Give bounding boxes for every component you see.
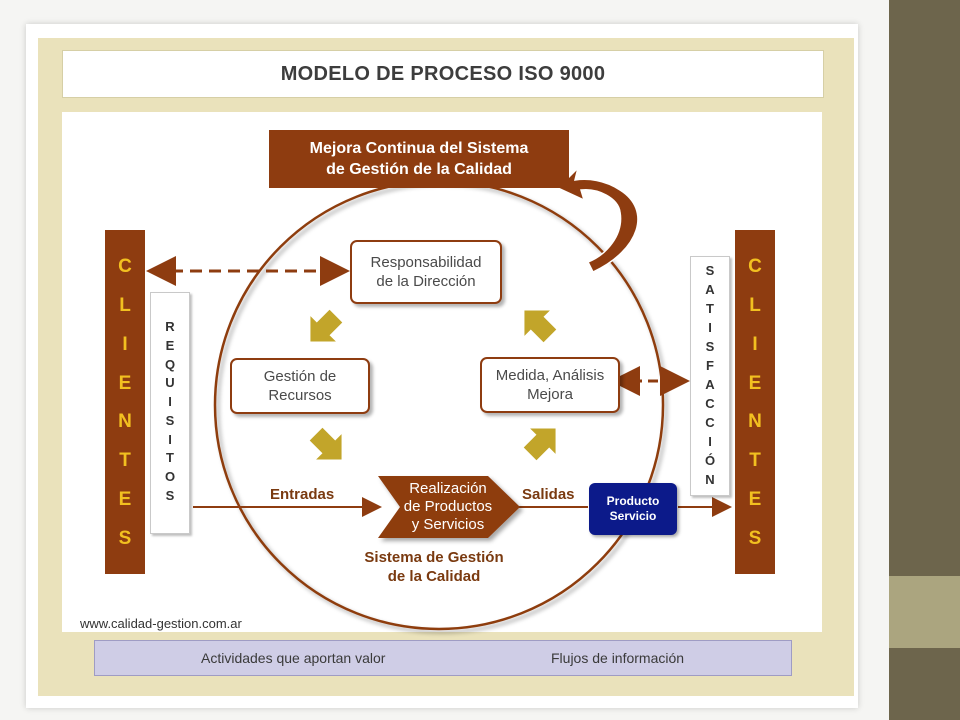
requisitos-letter: O xyxy=(164,469,176,485)
clientes-right-letter: E xyxy=(748,372,762,394)
improvement-curved-arrow xyxy=(556,165,639,273)
satisfaccion-letter: A xyxy=(705,282,715,297)
clientes-left-letter: N xyxy=(118,411,132,433)
gestion-recursos-box: Gestión de Recursos xyxy=(230,358,370,414)
olive-arrow-bottom-left xyxy=(309,427,342,460)
requisitos-letter: U xyxy=(165,375,175,391)
requisitos-letter: E xyxy=(165,337,175,353)
satisfaccion-letter: Ó xyxy=(704,453,716,468)
producto-servicio-box: Producto Servicio xyxy=(589,483,677,535)
clientes-left-letter: E xyxy=(118,372,132,394)
satisfaccion-letter: N xyxy=(705,472,715,487)
clientes-left-letter: S xyxy=(118,527,132,549)
satisfaccion-letter: T xyxy=(706,301,714,316)
diagram-title: MODELO DE PROCESO ISO 9000 xyxy=(62,50,824,98)
mejora-continua-box: Mejora Continua del Sistema de Gestión d… xyxy=(269,130,569,188)
clientes-right-letter: S xyxy=(748,527,762,549)
requisitos-letter: I xyxy=(168,431,172,447)
clientes-right-letter: C xyxy=(748,256,762,277)
requisitos-letter: R xyxy=(165,319,175,334)
satisfaccion-letter: I xyxy=(708,320,712,335)
sistema-gestion-label: Sistema de Gestión de la Calidad xyxy=(364,549,504,585)
satisfaccion-letter: C xyxy=(705,396,715,411)
clientes-right-letter: N xyxy=(748,411,762,433)
satisfaccion-letter: A xyxy=(705,377,715,392)
olive-arrow-bottom-right xyxy=(523,428,556,461)
website-url: www.calidad-gestion.com.ar xyxy=(80,616,242,631)
slide-side-accent xyxy=(889,576,960,648)
requisitos-letter: S xyxy=(165,487,175,503)
clientes-left-letter: T xyxy=(119,450,131,472)
olive-arrow-top-right xyxy=(524,310,557,343)
clientes-right-letter: I xyxy=(752,333,758,355)
satisfaccion-letter: S xyxy=(705,263,715,278)
medida-analisis-box: Medida, Análisis Mejora xyxy=(480,357,620,413)
legend-dashed-label: Flujos de información xyxy=(551,650,685,666)
realizacion-label: Realización de Productos y Servicios xyxy=(403,480,493,533)
clientes-left-letter: E xyxy=(118,489,132,511)
legend-solid-label: Actividades que aportan valor xyxy=(201,650,386,666)
requisitos-letter: I xyxy=(168,394,172,410)
realizacion-arrow-shape xyxy=(378,476,520,538)
satisfaccion-letter: C xyxy=(705,415,715,430)
clientes-right-letter: L xyxy=(749,294,761,316)
salidas-label: Salidas xyxy=(522,486,575,503)
requisitos-letter: Q xyxy=(164,356,176,372)
clientes-right-letter: E xyxy=(748,489,762,511)
clientes-left-letter: I xyxy=(122,333,128,355)
clientes-left-letter: C xyxy=(118,256,132,277)
requisitos-letter: T xyxy=(166,450,174,466)
entradas-label: Entradas xyxy=(270,486,335,503)
requisitos-letter: S xyxy=(165,412,175,428)
olive-arrow-top-left xyxy=(310,309,343,342)
satisfaccion-letter: I xyxy=(708,434,712,449)
clientes-right-letter: T xyxy=(749,450,761,472)
satisfaccion-letter: S xyxy=(705,339,715,354)
responsabilidad-box: Responsabilidad de la Dirección xyxy=(350,240,502,304)
clientes-left-letter: L xyxy=(119,294,131,316)
legend: Actividades que aportan valor Flujos de … xyxy=(94,640,792,676)
satisfaccion-letter: F xyxy=(706,358,714,373)
